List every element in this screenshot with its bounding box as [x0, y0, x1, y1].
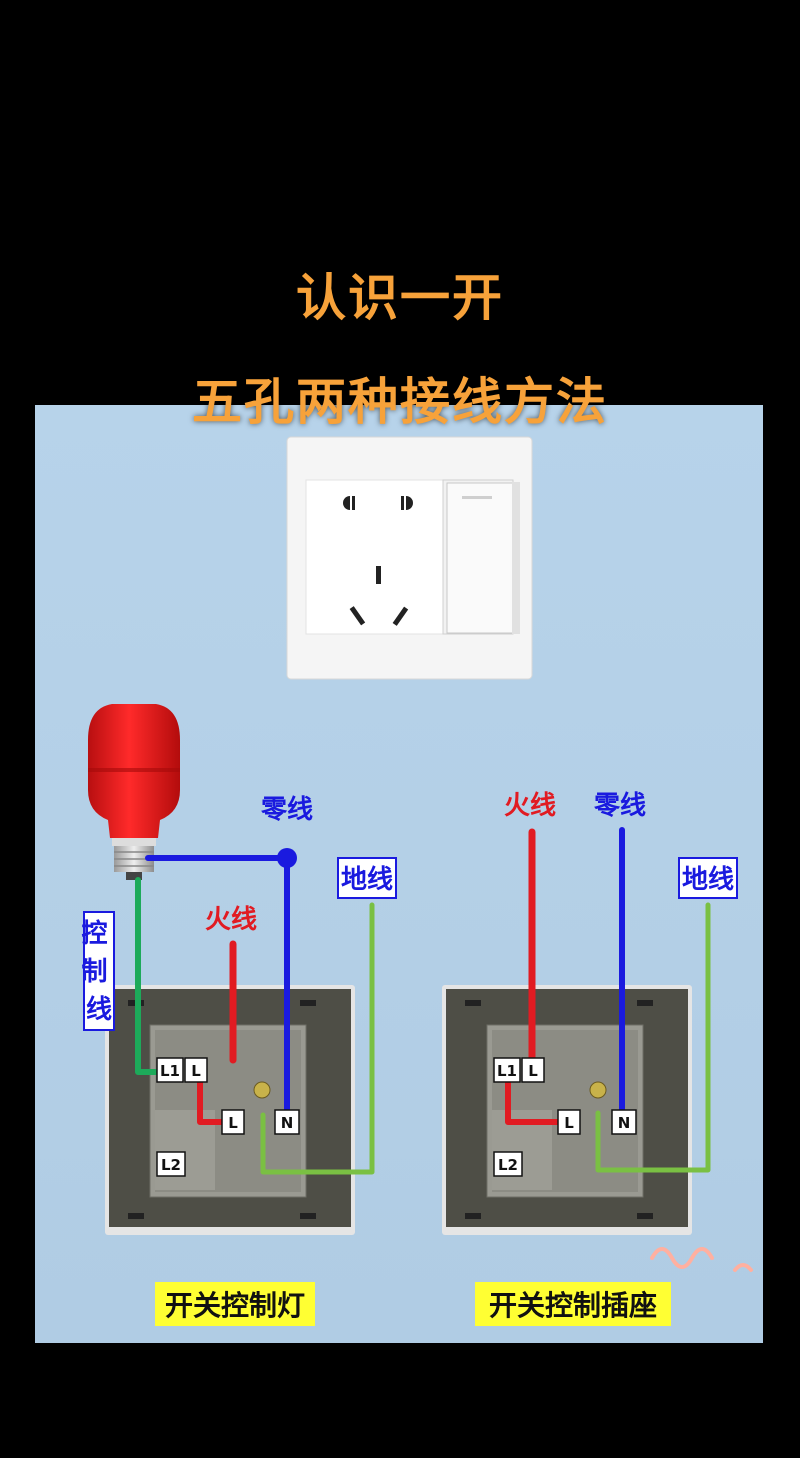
- left-terminal-n: N: [281, 1114, 294, 1132]
- left-wires: [135, 848, 375, 1175]
- right-terminal-l2: L2: [498, 1156, 518, 1174]
- socket-switch-panel: [286, 436, 533, 680]
- right-terminal-l-top: L: [528, 1062, 538, 1080]
- left-caption: 开关控制灯: [165, 1289, 305, 1322]
- right-ground-label: 地线: [682, 865, 734, 895]
- right-terminal-n: N: [618, 1114, 631, 1132]
- left-terminal-l-top: L: [191, 1062, 201, 1080]
- right-live-label: 火线: [504, 791, 556, 821]
- left-terminal-l1: L1: [160, 1062, 180, 1080]
- right-neutral-label: 零线: [594, 791, 646, 821]
- left-terminal-l: L: [228, 1114, 238, 1132]
- right-terminal-l: L: [564, 1114, 574, 1132]
- light-bulb-icon: [88, 704, 180, 880]
- right-wires: [505, 827, 711, 1173]
- title-line-2: 五孔两种接线方法: [192, 373, 608, 431]
- right-terminal-l1: L1: [497, 1062, 517, 1080]
- left-live-label: 火线: [205, 905, 257, 935]
- control-line-label: 控 制 线: [81, 919, 116, 1025]
- left-terminal-l2: L2: [161, 1156, 181, 1174]
- title-line-1: 认识一开: [296, 269, 504, 327]
- left-ground-screw-icon: [253, 1081, 271, 1099]
- right-ground-screw-icon: [589, 1081, 607, 1099]
- squiggle-decoration-icon: [650, 1247, 753, 1272]
- left-ground-label: 地线: [341, 865, 393, 895]
- left-neutral-label: 零线: [261, 795, 313, 825]
- right-caption: 开关控制插座: [489, 1289, 657, 1322]
